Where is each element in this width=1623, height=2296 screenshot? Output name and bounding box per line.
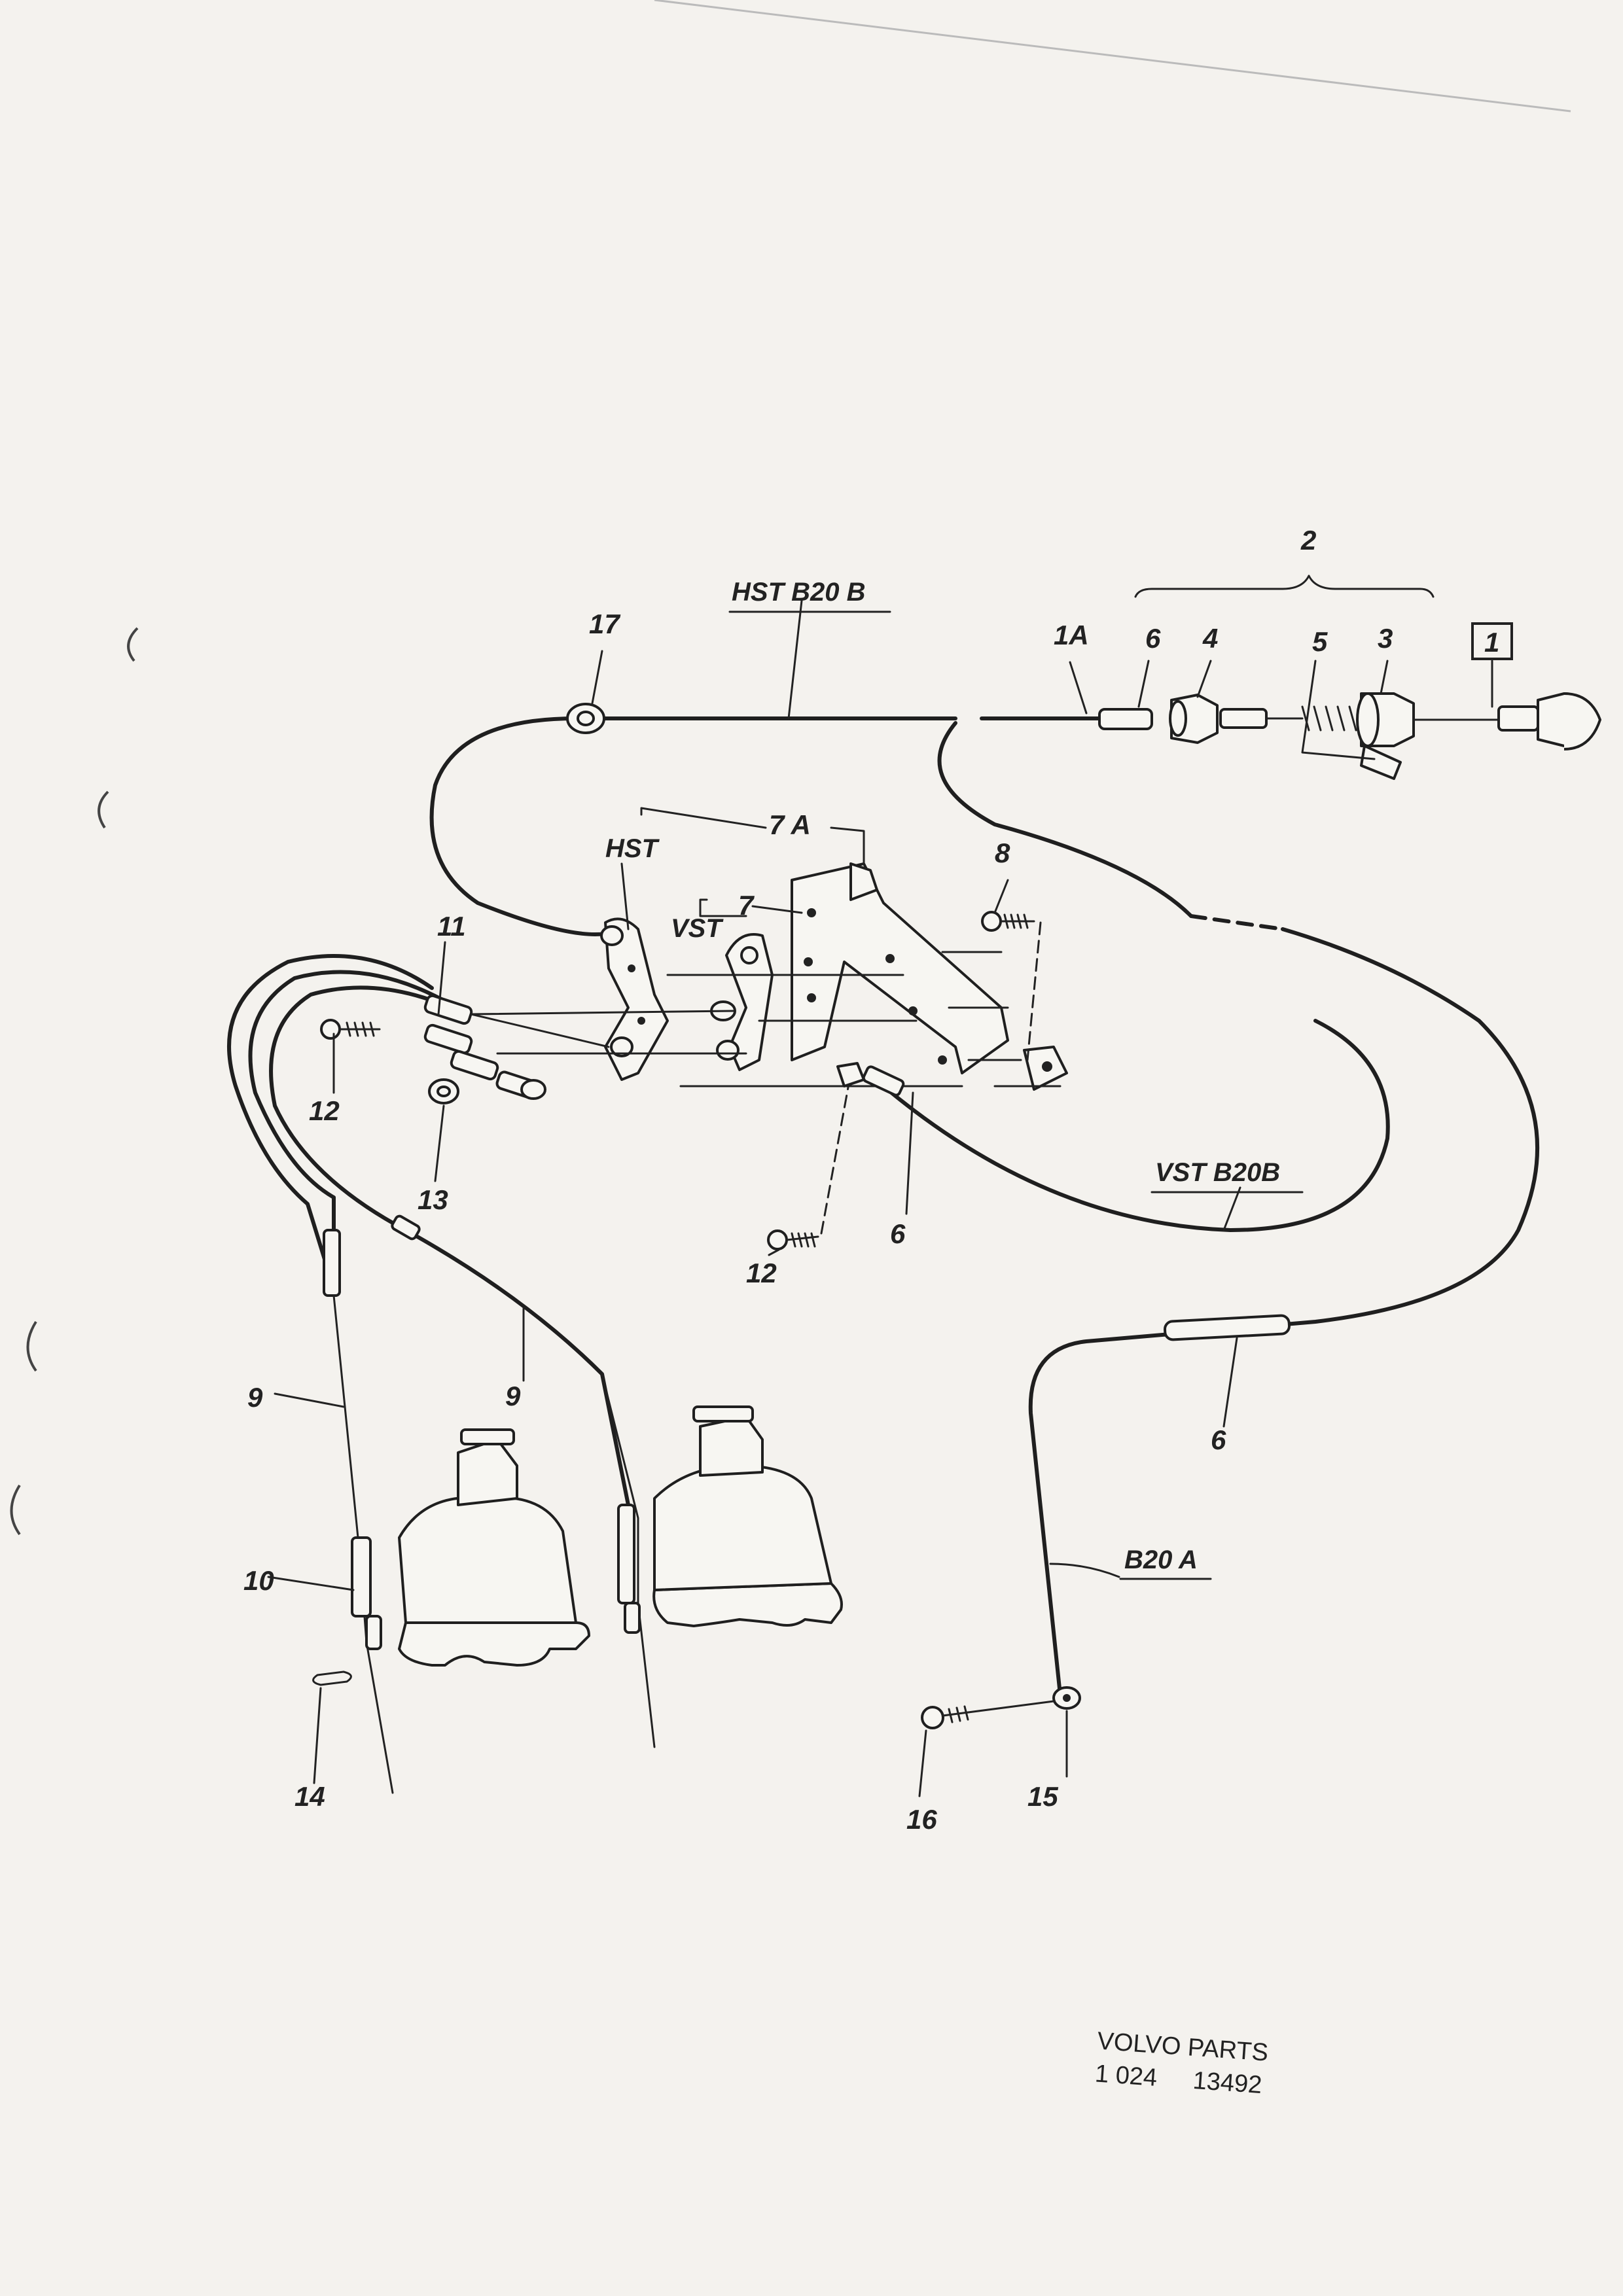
callout-12-mid: 12 (746, 1258, 777, 1288)
carb-cable-bundle (227, 954, 630, 1507)
lever-plate-hst (600, 917, 669, 1081)
callout-7: 7 (738, 890, 755, 921)
cable-clamp-6-mid (836, 1062, 905, 1097)
callout-15: 15 (1027, 1781, 1058, 1812)
callout-3: 3 (1378, 623, 1393, 654)
lever-plate-vst (710, 933, 774, 1071)
clamp-15 (1052, 1686, 1081, 1710)
cable-hst-b20b (429, 716, 957, 936)
label-hst: HST (605, 834, 660, 863)
callout-5: 5 (1312, 626, 1328, 657)
locknut-4 (1169, 694, 1219, 744)
callout-8: 8 (995, 838, 1010, 868)
washer-13 (428, 1078, 459, 1104)
screw-16 (921, 1700, 1055, 1729)
leader-lines (267, 574, 1493, 1797)
label-b20a: B20 A (1124, 1545, 1198, 1574)
callout-11: 11 (437, 911, 466, 942)
footer-reference: VOLVO PARTS 1 024 13492 (1094, 2027, 1270, 2099)
variant-labels: HST B20 B HST VST VST B20B B20 A (605, 578, 1304, 1580)
screw-12-mid (767, 1072, 852, 1250)
callout-14: 14 (294, 1781, 325, 1812)
cable-vst-b20b (882, 1019, 1390, 1232)
cable-b20a (937, 721, 1540, 1697)
grommet-17 (566, 703, 605, 734)
label-hst-b20b: HST B20 B (732, 578, 866, 607)
callout-9-left: 9 (247, 1382, 263, 1413)
callout-7a: 7 A (769, 809, 811, 840)
inner-wires (332, 1294, 656, 1794)
carburettor-right (652, 1405, 843, 1627)
callout-6-mid: 6 (890, 1218, 906, 1249)
bracket-7a (791, 862, 1068, 1091)
carburettor-left (398, 1428, 590, 1667)
paper-edge (654, 0, 1571, 113)
pull-knob-1[interactable] (1412, 692, 1601, 751)
callout-13: 13 (418, 1184, 448, 1215)
label-vst-b20b: VST B20B (1155, 1158, 1280, 1187)
callout-6-right: 6 (1211, 1424, 1226, 1455)
screw-8 (981, 911, 1042, 1061)
binder-marks (10, 627, 139, 1536)
callout-6-top: 6 (1145, 623, 1161, 654)
callout-1-box: 1 (1471, 622, 1513, 660)
callout-2: 2 (1300, 525, 1316, 556)
cable-end-fitting-top (1098, 708, 1153, 730)
callout-numbers: 2 1A 6 4 5 3 1 17 7 A 8 7 11 12 13 12 6 … (243, 525, 1513, 1835)
callout-9-mid: 9 (505, 1381, 521, 1411)
footer-volvo-parts: VOLVO PARTS (1096, 2027, 1269, 2066)
cable-ends-11 (423, 994, 610, 1100)
footer-number-right: 13492 (1192, 2067, 1262, 2099)
callout-12-left: 12 (309, 1095, 340, 1126)
bracket-3 (1356, 692, 1415, 780)
alignment-lines (470, 974, 1061, 1087)
callout-1a: 1A (1054, 620, 1089, 650)
callout-4: 4 (1202, 623, 1218, 654)
cable-sleeve-6-right (1164, 1314, 1291, 1341)
callout-10: 10 (243, 1565, 274, 1596)
adjuster-sleeve (1219, 705, 1357, 732)
clip-14 (312, 1670, 352, 1686)
label-vst: VST (671, 914, 724, 943)
screw-12-left (320, 1019, 381, 1040)
footer-number-left: 1 024 (1094, 2060, 1158, 2092)
callout-16: 16 (906, 1804, 937, 1835)
callout-17: 17 (589, 609, 620, 639)
callout-1: 1 (1484, 627, 1499, 658)
